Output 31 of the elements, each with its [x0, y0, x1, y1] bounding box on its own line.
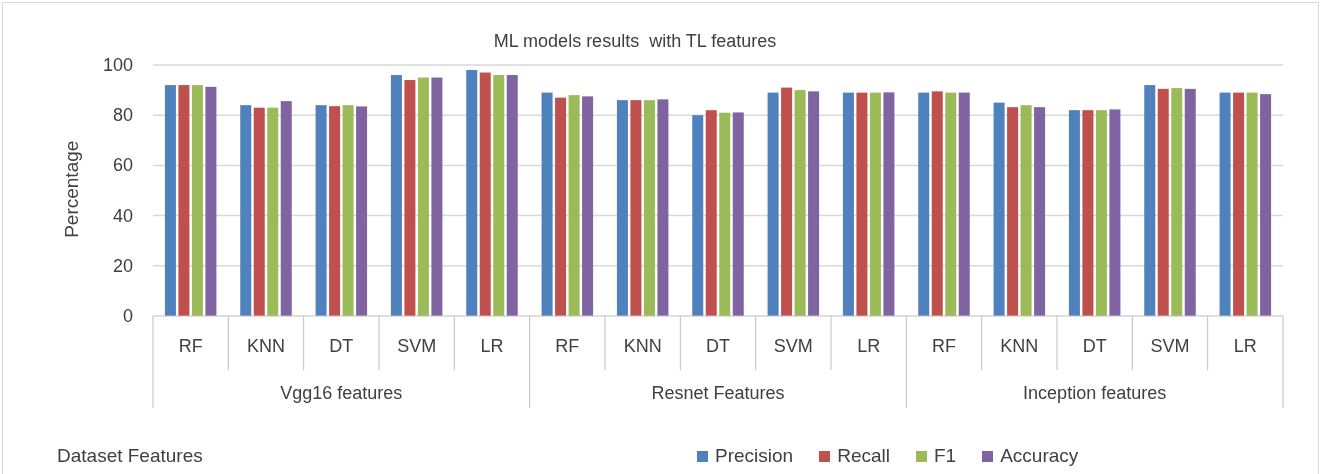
category-label: LR [1233, 336, 1257, 356]
category-label: KNN [1000, 336, 1039, 356]
tick-label: 100 [101, 55, 133, 75]
category-label: SVM [397, 336, 437, 356]
legend-label: Precision [715, 445, 794, 467]
category-label: KNN [623, 336, 662, 356]
category-label: KNN [247, 336, 285, 356]
axis-title: Dataset Features [57, 445, 203, 467]
category-label: RF [555, 336, 580, 356]
tick-label: 20 [111, 255, 133, 276]
category-label: RF [178, 336, 203, 356]
legend-label: Recall [837, 445, 890, 467]
category-label: SVM [773, 336, 813, 356]
y-axis-label: Percentage [59, 139, 83, 240]
category-label: RF [932, 336, 956, 356]
legend-label: Accuracy [1000, 445, 1079, 467]
category-label: DT [329, 336, 354, 356]
group-label: Vgg16 features [280, 383, 403, 403]
tick-label: 80 [111, 105, 133, 126]
category-label: SVM [1150, 336, 1190, 356]
group-label: Resnet Features [651, 383, 785, 403]
tick-label: 0 [122, 306, 133, 326]
category-label: DT [1082, 336, 1107, 356]
category-label: DT [706, 336, 730, 356]
legend-label: F1 [933, 445, 957, 467]
tick-label: 40 [111, 205, 133, 226]
category-label: LR [857, 336, 881, 356]
category-label: LR [480, 336, 504, 356]
tick-label: 60 [111, 155, 133, 176]
chart-title: ML models results with TL features [493, 31, 777, 51]
group-label: Inception features [1023, 383, 1167, 403]
